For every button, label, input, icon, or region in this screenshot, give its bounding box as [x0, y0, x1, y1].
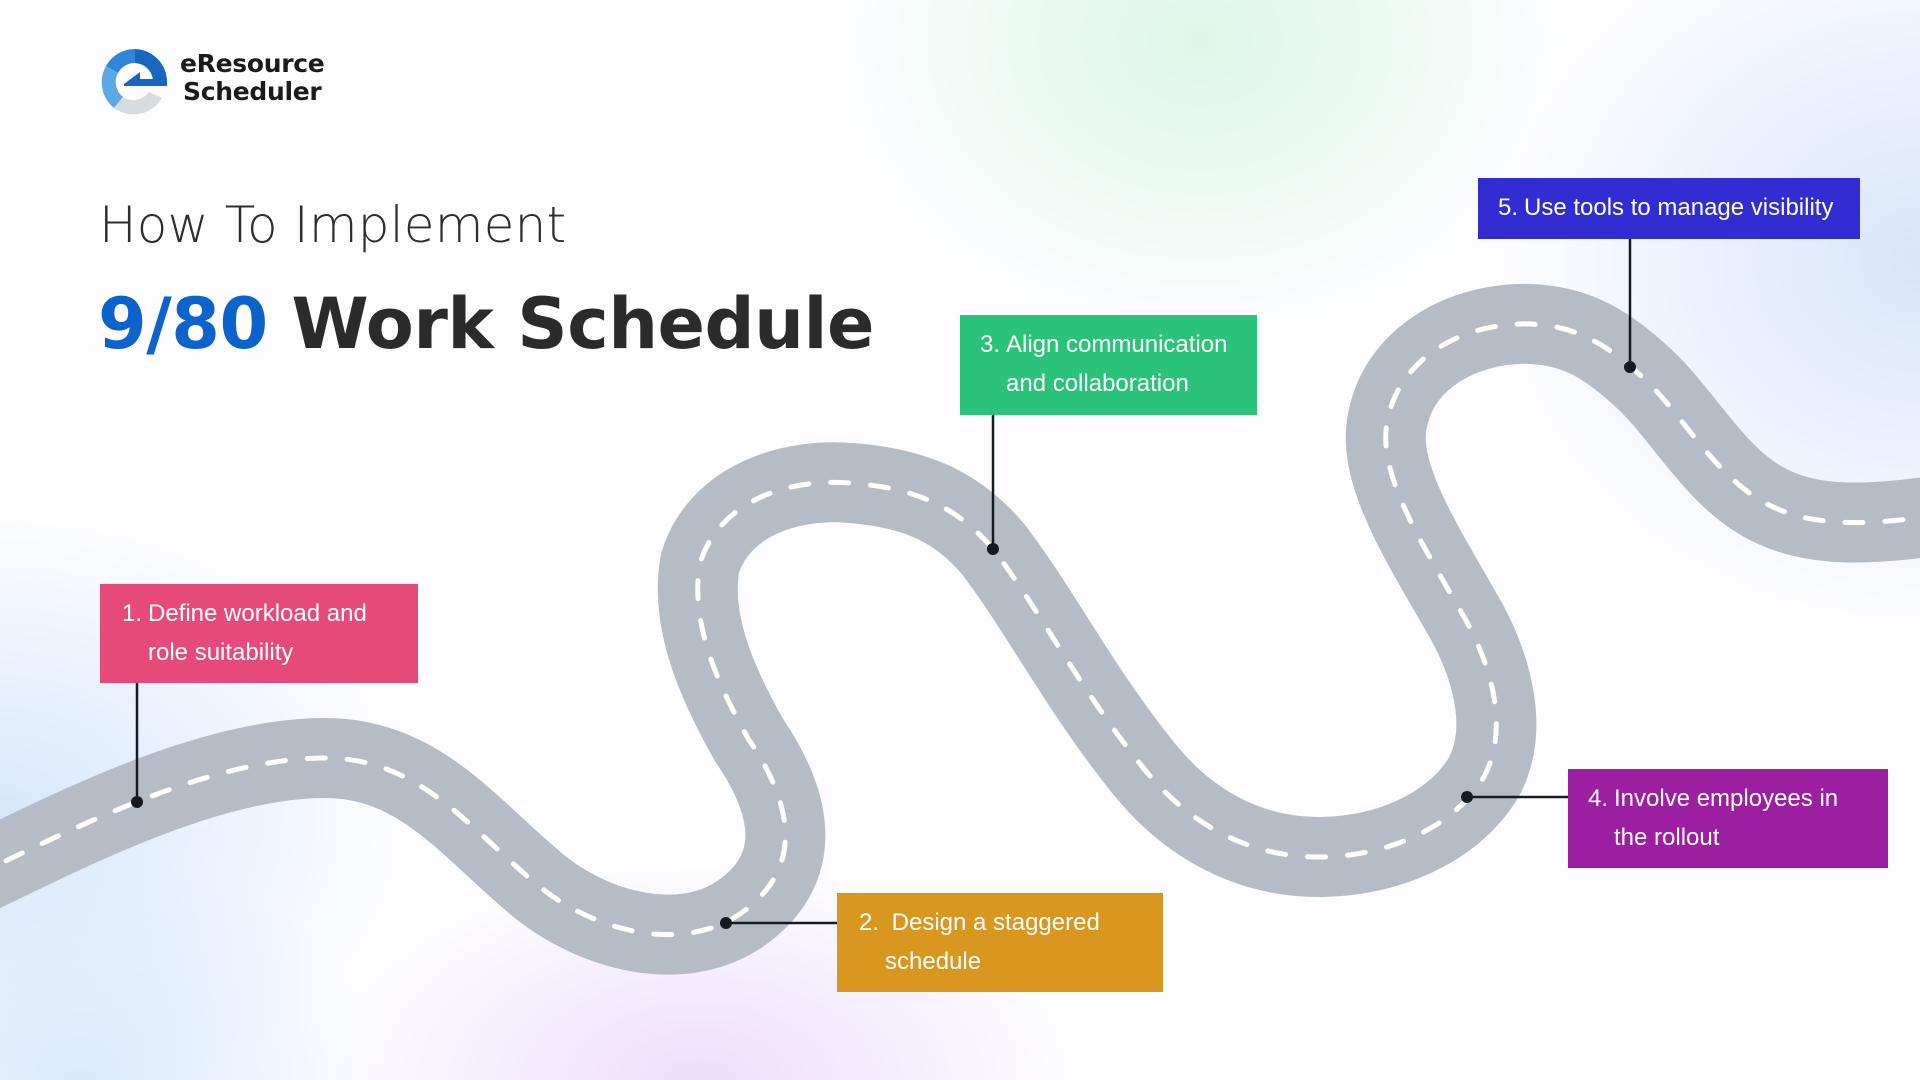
step-2-number: 2. [859, 909, 880, 936]
step-1-line1: Define workload and [148, 600, 367, 627]
title-accent: 9/80 [98, 283, 268, 365]
page-title: 9/80 Work Schedule [98, 283, 874, 365]
step-4-line2: the rollout [1614, 824, 1720, 851]
step-1-card: 1. Define workload and role suitability [100, 584, 418, 683]
milestone-dot-1-icon [131, 796, 143, 808]
milestone-dot-2-icon [720, 917, 732, 929]
brand-name-line1: eResource [180, 49, 325, 78]
road-center-dashes [0, 321, 1920, 938]
milestone-dot-4-icon [1461, 791, 1473, 803]
step-3-line2: and collaboration [1006, 370, 1189, 397]
brand-name-line2: Scheduler [183, 77, 322, 106]
step-3-line1: Align communication [1006, 331, 1228, 358]
step-2-card: 2. Design a staggered schedule [837, 893, 1163, 992]
page-subtitle: How To Implement [99, 196, 567, 254]
step-4-line1: Involve employees in [1614, 785, 1839, 812]
step-3-card: 3. Align communication and collaboration [960, 315, 1257, 415]
step-5-number: 5. [1498, 194, 1519, 221]
step-4-card: 4. Involve employees in the rollout [1568, 769, 1888, 868]
step-3-number: 3. [980, 331, 1001, 358]
brand-name: eResource Scheduler [180, 49, 325, 106]
step-5-card: 5. Use tools to manage visibility [1478, 178, 1860, 239]
milestone-dot-3-icon [987, 543, 999, 555]
step-1-line2: role suitability [148, 639, 294, 666]
eresource-logo-icon [101, 48, 168, 115]
title-rest: Work Schedule [267, 283, 875, 365]
step-1-number: 1. [122, 600, 143, 627]
step-5-line1: Use tools to manage visibility [1524, 194, 1834, 221]
step-2-line2: schedule [885, 948, 982, 975]
step-2-line1: Design a staggered [885, 909, 1100, 936]
brand-logo: eResource Scheduler [100, 46, 340, 118]
milestone-dot-5-icon [1624, 361, 1636, 373]
step-4-number: 4. [1588, 785, 1609, 812]
